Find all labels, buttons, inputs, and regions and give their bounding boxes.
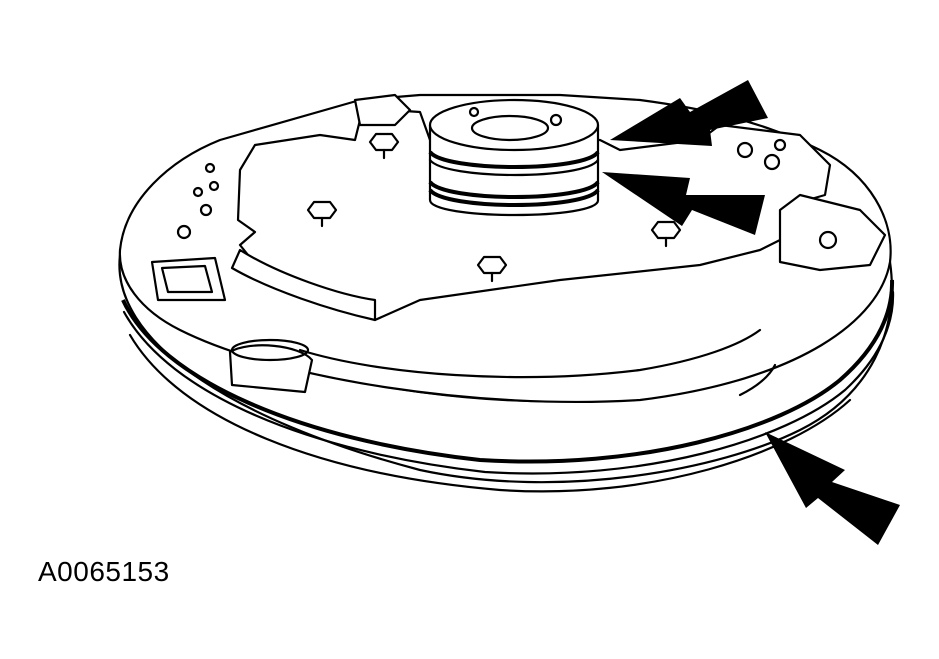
piston-lower-seal-ring [428, 180, 600, 199]
bolt-upper-left [368, 132, 400, 160]
figure-reference-code: A0065153 [38, 556, 170, 587]
upper-seal-ring-arrow [610, 80, 768, 146]
bolt-right [650, 220, 682, 248]
outer-housing-seal-ring [121, 279, 895, 464]
bolt-left [306, 200, 338, 228]
piston-upper-seal-ring [428, 150, 600, 169]
lower-seal-ring-arrow [602, 172, 765, 235]
housing-base [118, 248, 895, 493]
outer-seal-ring-arrow [765, 432, 900, 545]
bolt-center [476, 255, 508, 283]
servo-piston [428, 98, 600, 217]
